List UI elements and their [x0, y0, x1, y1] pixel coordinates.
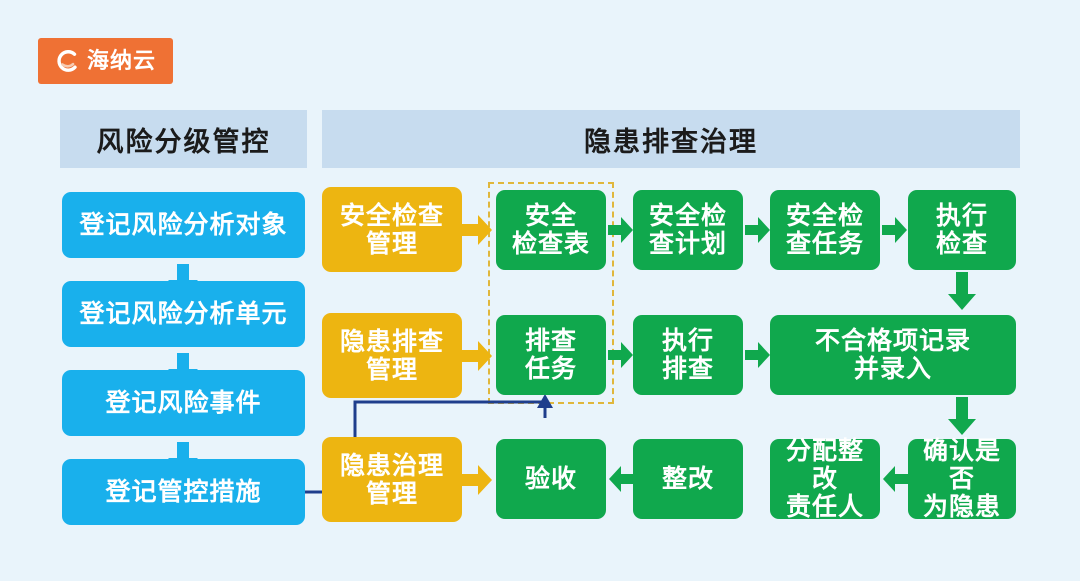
- arrow-right-row2-module: [462, 340, 494, 372]
- arrow-right-row1-1: [608, 216, 634, 244]
- arrow-down-execute-to-record: [944, 272, 980, 312]
- node-nonconformity-record[interactable]: 不合格项记录 并录入: [770, 315, 1016, 395]
- node-execute-investigation[interactable]: 执行 排查: [633, 315, 743, 395]
- dashed-group-region: [488, 182, 614, 404]
- node-hazard-treatment-management[interactable]: 隐患治理 管理: [322, 437, 462, 522]
- arrow-right-row3-module: [462, 464, 494, 496]
- node-hazard-investigation-management[interactable]: 隐患排查 管理: [322, 313, 462, 398]
- arrow-down-record-to-confirm: [944, 397, 980, 437]
- node-register-risk-analysis-object[interactable]: 登记风险分析对象: [62, 192, 305, 258]
- arrow-right-row1-3: [882, 216, 908, 244]
- node-rectification[interactable]: 整改: [633, 439, 743, 519]
- node-safety-checklist[interactable]: 安全 检查表: [496, 190, 606, 270]
- section-header-risk-control: 风险分级管控: [60, 110, 307, 168]
- arrow-right-row1-module: [462, 214, 494, 246]
- node-register-risk-event[interactable]: 登记风险事件: [62, 370, 305, 436]
- node-acceptance[interactable]: 验收: [496, 439, 606, 519]
- arrow-right-row1-2: [745, 216, 771, 244]
- arrow-left-row3-2: [882, 465, 908, 493]
- brand-name: 海纳云: [86, 48, 156, 73]
- arrow-left-row3-1: [608, 465, 634, 493]
- node-register-risk-analysis-unit[interactable]: 登记风险分析单元: [62, 281, 305, 347]
- node-safety-inspection-management[interactable]: 安全检查 管理: [322, 187, 462, 272]
- node-safety-inspection-task[interactable]: 安全检 查任务: [770, 190, 880, 270]
- node-execute-inspection[interactable]: 执行 检查: [908, 190, 1016, 270]
- node-assign-responsible-person[interactable]: 分配整改 责任人: [770, 437, 880, 521]
- brand-logo: 海纳云: [38, 38, 173, 84]
- node-inspection-task[interactable]: 排查 任务: [496, 315, 606, 395]
- section-header-hazard-investigation: 隐患排查治理: [322, 110, 1020, 168]
- c-swoosh-icon: [55, 49, 79, 73]
- node-safety-inspection-plan[interactable]: 安全检 查计划: [633, 190, 743, 270]
- node-confirm-hazard[interactable]: 确认是否 为隐患: [908, 437, 1016, 521]
- node-register-control-measures[interactable]: 登记管控措施: [62, 459, 305, 525]
- arrow-right-row2-2: [745, 341, 771, 369]
- arrow-right-row2-1: [608, 341, 634, 369]
